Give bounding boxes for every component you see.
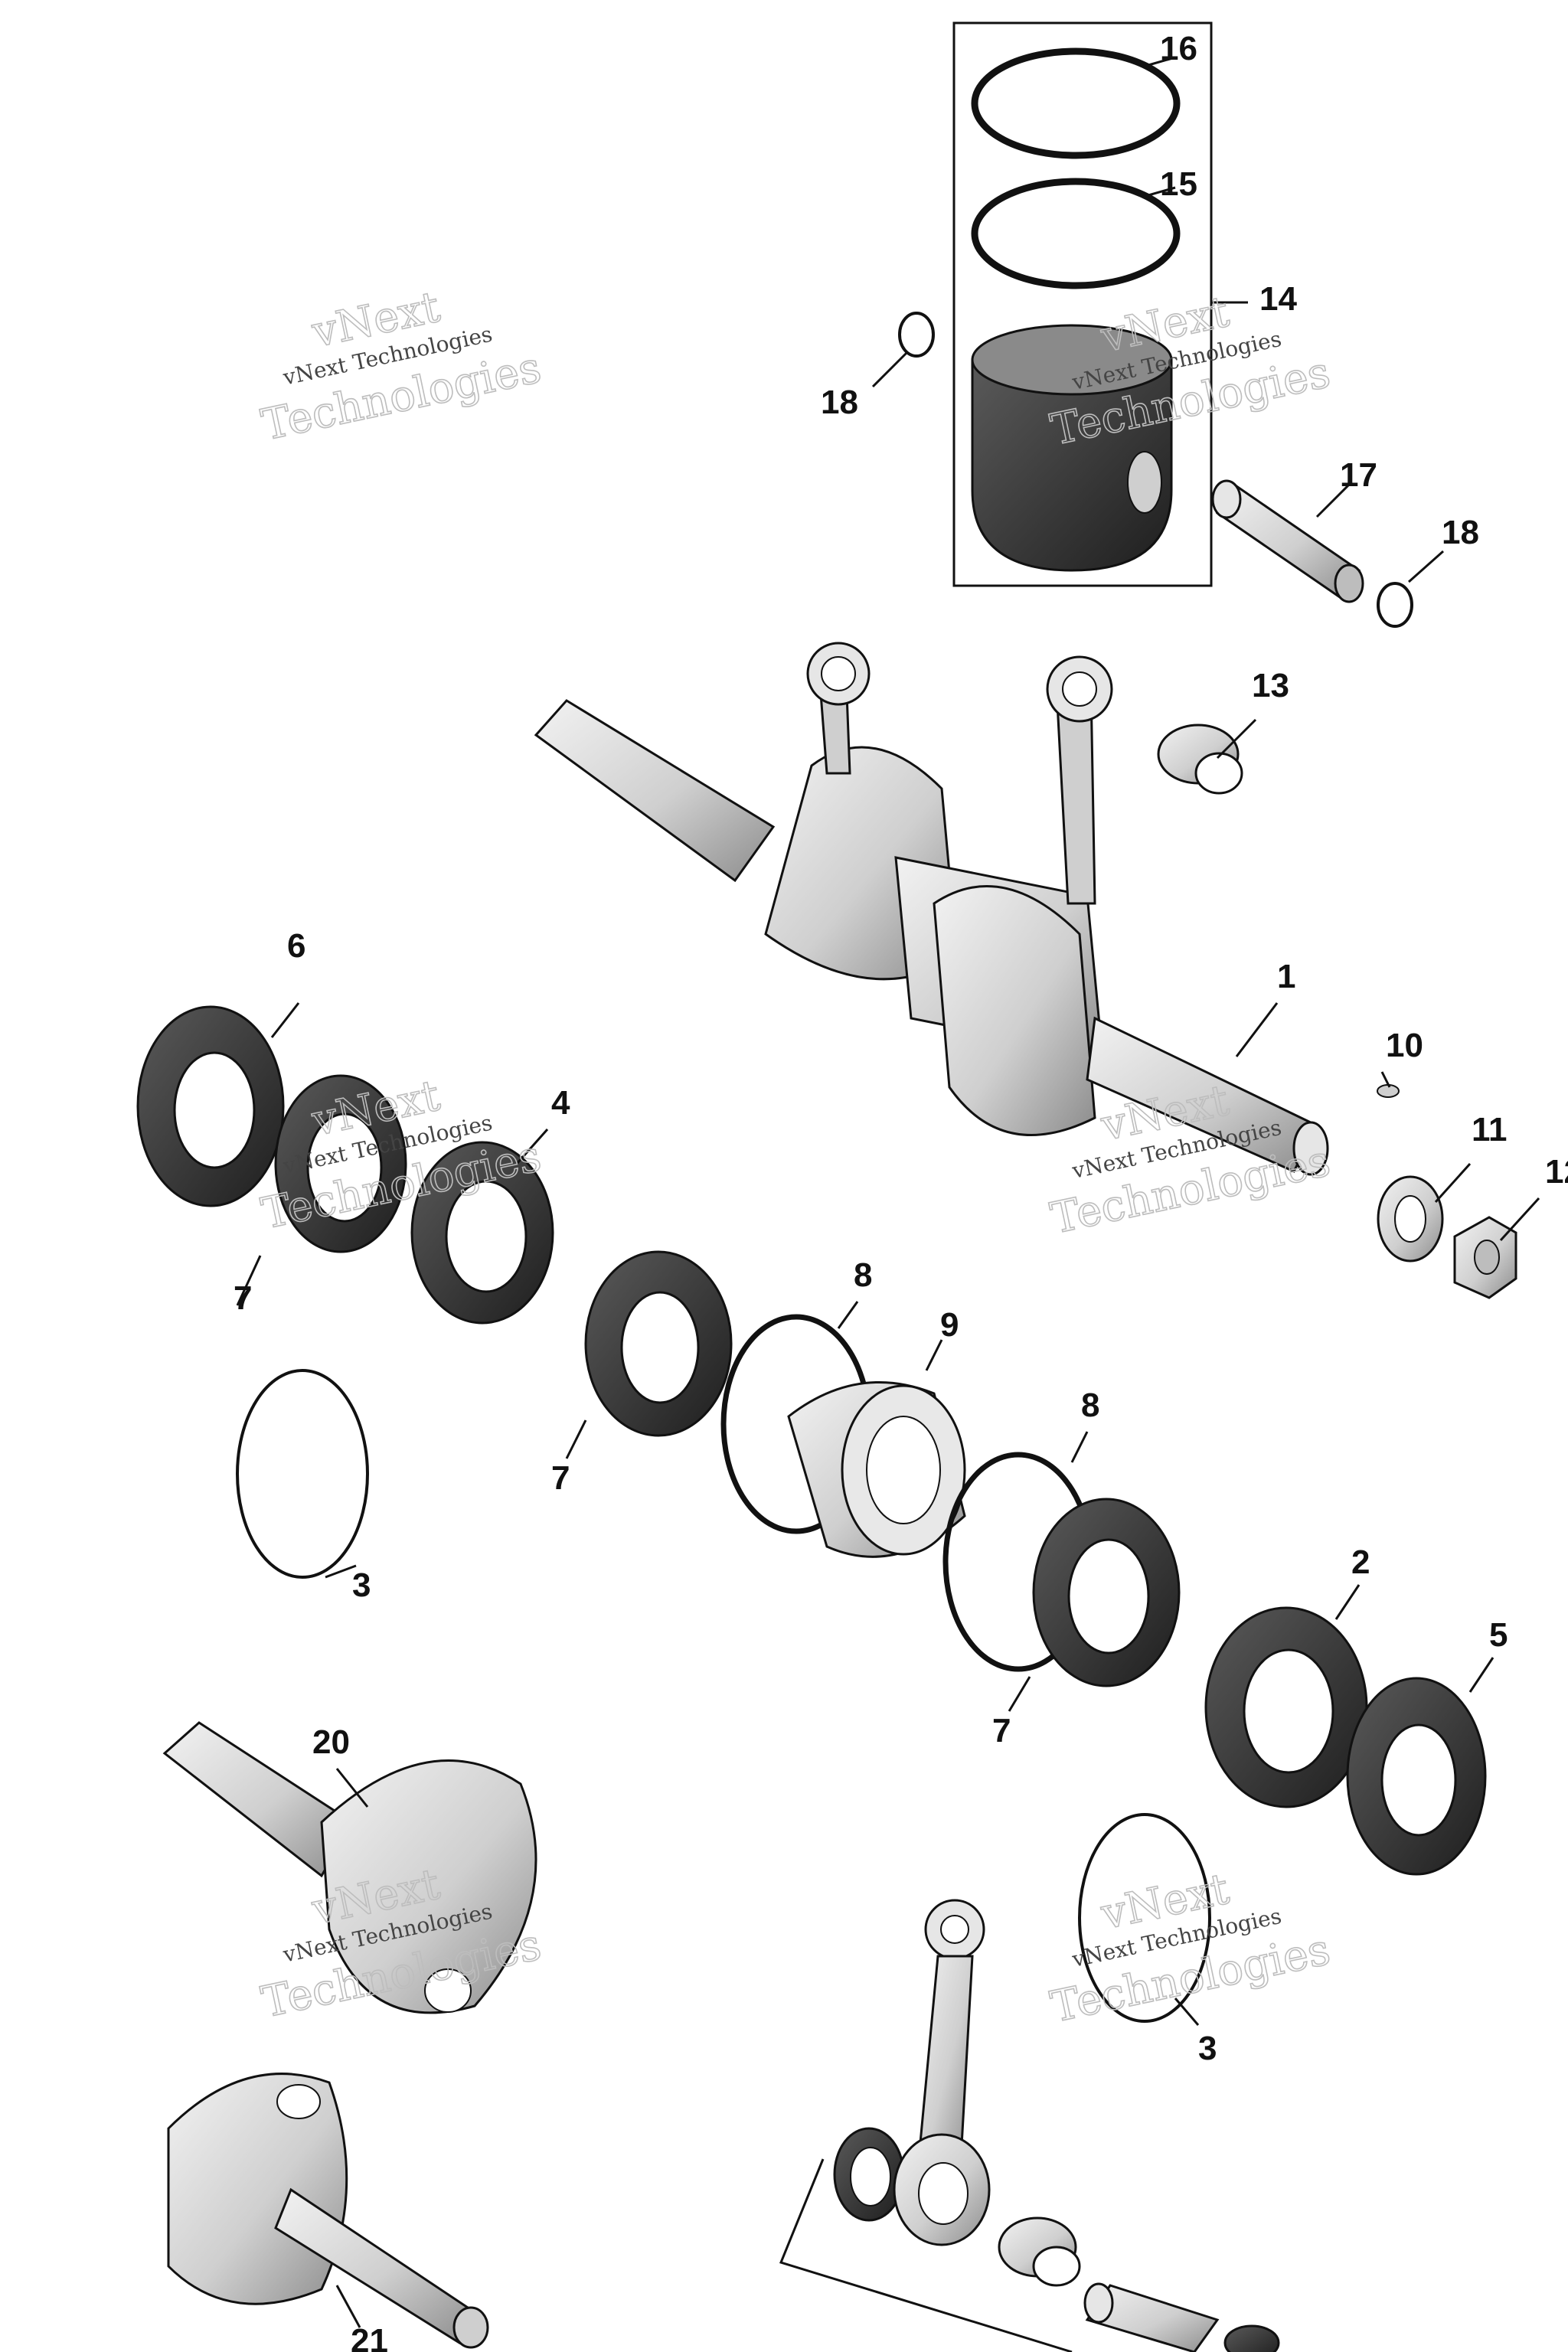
crankshaft-half-20[interactable]: [162, 1721, 537, 2014]
crankshaft-assembly[interactable]: [534, 642, 1329, 1176]
nut-12[interactable]: [1453, 1216, 1517, 1299]
piston-pin-clip-left[interactable]: [898, 312, 935, 358]
piston-pin[interactable]: [1211, 479, 1364, 603]
ball-bearing-2[interactable]: [1204, 1606, 1368, 1808]
callout-3-upper: 3: [352, 1566, 371, 1604]
callout-15: 15: [1160, 165, 1197, 203]
thrust-washer[interactable]: [833, 2127, 905, 2222]
callout-7-left: 7: [234, 1279, 252, 1317]
callout-16: 16: [1160, 30, 1197, 67]
callout-labels: 16 15 14 18 17 18 13 1 10 11 12 6 4 7 3 …: [234, 30, 1568, 2352]
crankshaft-half-21[interactable]: [167, 2073, 489, 2349]
callout-5: 5: [1489, 1616, 1508, 1654]
callout-20: 20: [312, 1723, 350, 1761]
callout-10: 10: [1386, 1027, 1423, 1064]
watermark-bottom-right: vNext vNext Technologies Technologies: [1046, 1864, 1335, 2034]
ball-bearing-right[interactable]: [1032, 1498, 1181, 1687]
callout-12: 12: [1545, 1153, 1568, 1191]
watermark-top-left: vNext vNext Technologies Technologies: [256, 282, 546, 452]
callout-3-lower: 3: [1198, 2030, 1217, 2067]
needle-bearing-bottom[interactable]: [998, 2216, 1081, 2287]
callout-21: 21: [351, 2322, 388, 2352]
callout-13: 13: [1252, 667, 1289, 704]
callout-18-right: 18: [1442, 514, 1479, 551]
callout-4: 4: [551, 1084, 570, 1122]
bearing-sleeve-9[interactable]: [787, 1381, 966, 1558]
callout-14: 14: [1259, 280, 1297, 318]
connecting-rod[interactable]: [893, 1899, 991, 2246]
callout-7-center: 7: [551, 1459, 570, 1497]
callout-8-right: 8: [1081, 1387, 1099, 1424]
callout-17: 17: [1340, 456, 1377, 494]
piston-kit-box: [952, 21, 1213, 587]
o-ring-3-lower[interactable]: [1078, 1813, 1211, 2023]
callout-7-right: 7: [992, 1712, 1011, 1749]
woodruff-key[interactable]: [1377, 1084, 1400, 1098]
callout-1: 1: [1277, 958, 1295, 995]
oil-seal-5[interactable]: [1346, 1677, 1487, 1876]
callout-18-left: 18: [821, 384, 858, 421]
rod-washer-bottom[interactable]: [1223, 2324, 1280, 2352]
piston-ring-second[interactable]: [971, 178, 1181, 289]
callout-2: 2: [1351, 1544, 1370, 1581]
callout-9: 9: [940, 1306, 959, 1344]
leader-lines: [236, 56, 1540, 2328]
o-ring-3-upper[interactable]: [236, 1369, 369, 1579]
needle-bearing-13[interactable]: [1157, 724, 1243, 795]
oil-seal-6[interactable]: [136, 1005, 285, 1207]
callout-11: 11: [1472, 1111, 1508, 1148]
callout-8-left: 8: [854, 1256, 872, 1294]
callout-6: 6: [287, 927, 305, 965]
connecting-rod-kit-bracket: [779, 2158, 1073, 2352]
rod-pin-bottom[interactable]: [1083, 2282, 1220, 2352]
piston-pin-clip-right[interactable]: [1377, 582, 1413, 628]
washer-11[interactable]: [1377, 1175, 1444, 1263]
piston[interactable]: [971, 324, 1173, 572]
ball-bearing-left-outer[interactable]: [274, 1074, 407, 1253]
piston-ring-top[interactable]: [971, 47, 1181, 159]
ball-bearing-4[interactable]: [410, 1141, 554, 1325]
ball-bearing-center[interactable]: [584, 1250, 733, 1437]
